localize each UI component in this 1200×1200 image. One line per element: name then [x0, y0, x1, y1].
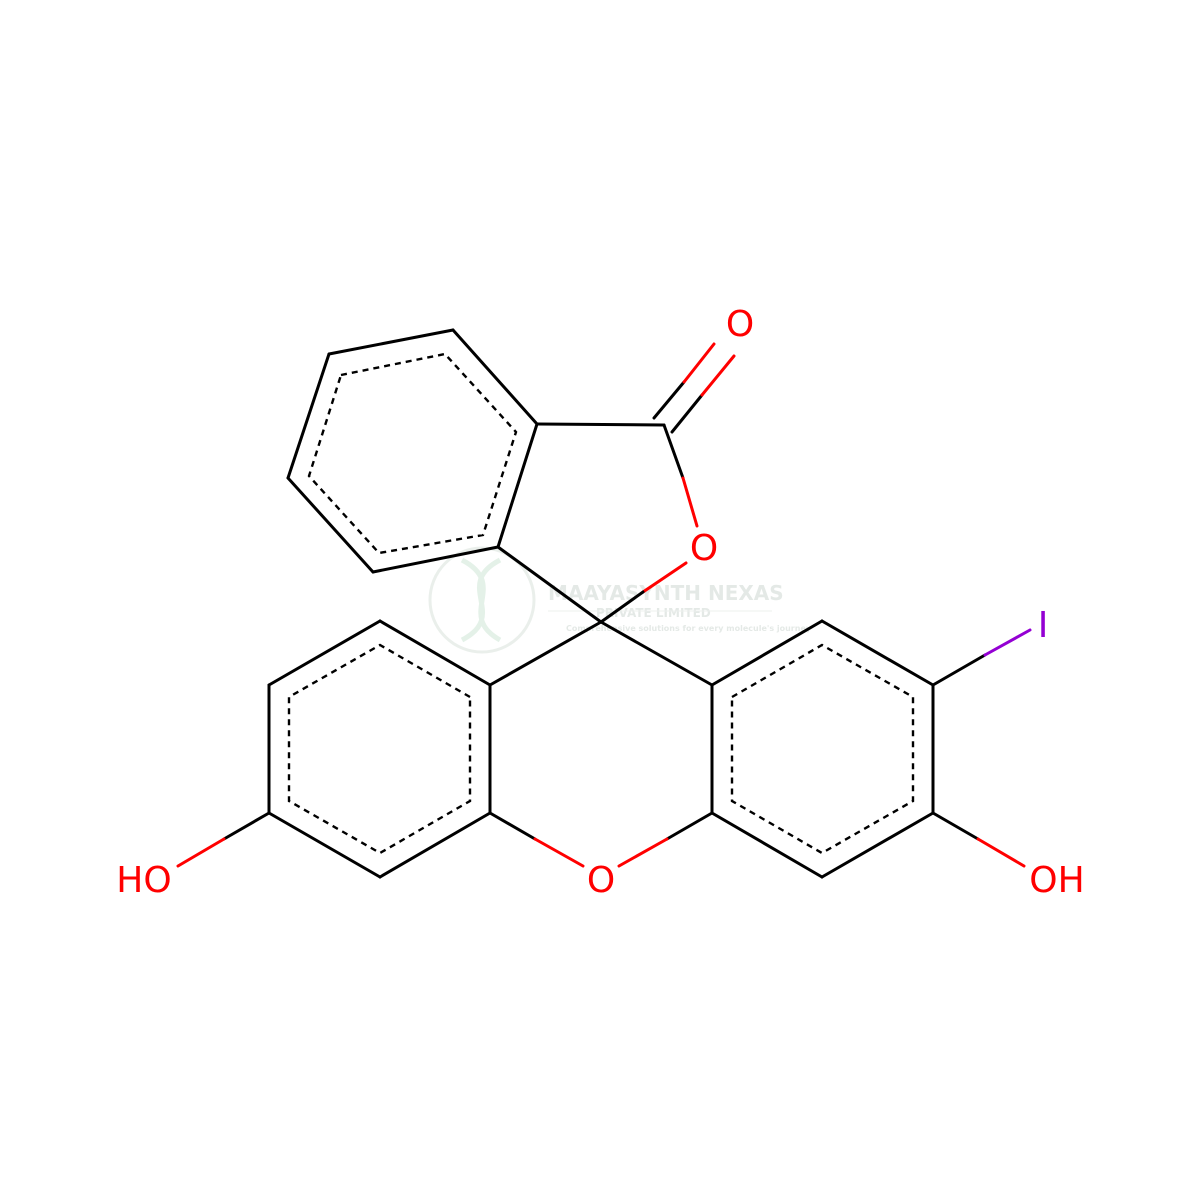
- bond: [488, 620, 603, 687]
- atom-carbonyl-oxygen: O: [726, 304, 754, 345]
- watermark-name: MAAYASYNTH NEXAS: [548, 581, 784, 605]
- bond: [599, 620, 714, 687]
- bond: [176, 837, 226, 868]
- lactone-ring: [496, 342, 736, 624]
- bond: [267, 811, 382, 879]
- bond: [931, 811, 980, 841]
- xanthene-right-ring: [710, 619, 935, 879]
- bond: [496, 422, 539, 549]
- bond: [681, 476, 699, 528]
- aromatic-ring-marker: [307, 352, 518, 555]
- phthalide-benzene-ring: [286, 328, 539, 574]
- bond: [665, 811, 714, 841]
- watermark-subtitle: PRIVATE LIMITED: [596, 606, 711, 620]
- watermark-tagline: Comprehensive solutions for every molecu…: [566, 624, 812, 633]
- bond: [820, 811, 935, 879]
- bond: [599, 590, 645, 624]
- bond: [682, 342, 716, 384]
- bond: [327, 328, 455, 356]
- bond: [617, 837, 669, 868]
- aromatic-ring-marker: [730, 643, 915, 855]
- substituent-bonds: [176, 628, 1032, 868]
- watermark: MAAYASYNTH NEXAS PRIVATE LIMITED Compreh…: [428, 546, 812, 654]
- bond: [641, 561, 688, 594]
- watermark-helix-icon: [460, 557, 502, 643]
- bond: [700, 354, 736, 397]
- atom-lactone-oxygen: O: [690, 528, 718, 569]
- bond: [670, 393, 704, 434]
- aromatic-ring-marker: [287, 643, 472, 855]
- bond: [496, 545, 603, 624]
- bond: [371, 545, 500, 574]
- bond: [652, 380, 686, 420]
- bond: [378, 811, 492, 879]
- watermark-logo-icon: [428, 546, 536, 654]
- spiro-bonds: [488, 620, 714, 687]
- atom-hydroxyl-left: HO: [116, 860, 171, 901]
- bond: [710, 811, 824, 879]
- bond: [286, 352, 331, 480]
- atom-xanthene-oxygen: O: [587, 860, 615, 901]
- bond: [976, 837, 1026, 868]
- bond: [710, 619, 824, 687]
- bond: [488, 811, 537, 841]
- bond: [533, 837, 585, 868]
- bond: [378, 619, 492, 687]
- bond: [286, 476, 375, 574]
- bond: [931, 653, 987, 687]
- bond: [222, 811, 271, 841]
- xanthene-oxygen-bonds: [488, 811, 714, 868]
- bond: [267, 619, 382, 687]
- atom-iodine: I: [1038, 605, 1049, 646]
- bond: [535, 422, 666, 427]
- bond: [820, 619, 935, 687]
- bond: [662, 423, 685, 480]
- bond: [451, 328, 539, 426]
- bond: [983, 628, 1032, 657]
- atom-hydroxyl-right: OH: [1029, 860, 1084, 901]
- xanthene-left-ring: [267, 619, 492, 879]
